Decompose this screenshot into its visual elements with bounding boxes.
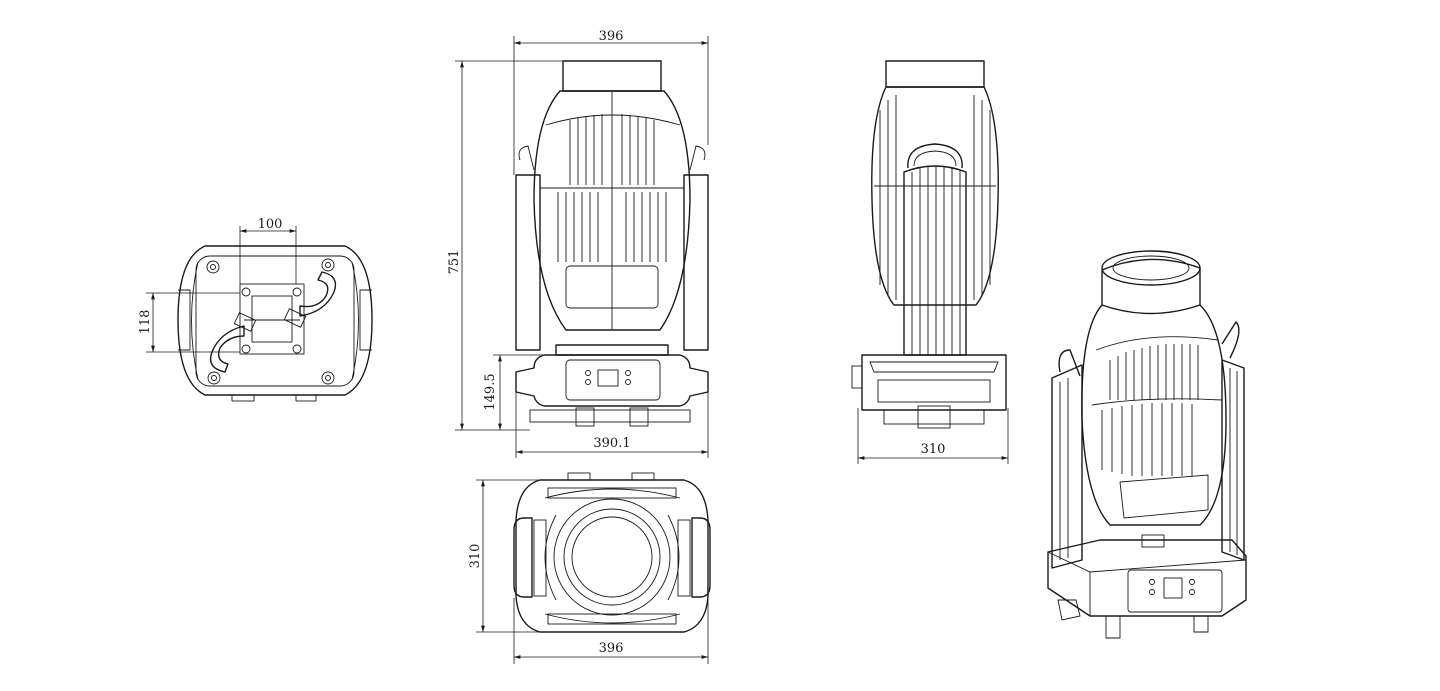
dim-label-bottom-height: 118 — [138, 310, 153, 335]
dim-label-top-depth: 310 — [468, 544, 483, 569]
dim-top-width: 396 — [513, 598, 709, 664]
dim-base-height: 149.5 — [483, 354, 544, 430]
dim-side-width: 310 — [857, 408, 1009, 464]
dim-front-height: 751 — [447, 60, 563, 431]
dim-label-front-height: 751 — [447, 250, 462, 275]
side-view — [851, 60, 1007, 429]
dim-bottom-width: 100 — [239, 217, 297, 284]
dim-front-width-top: 396 — [513, 29, 709, 175]
dim-label-side-width: 310 — [921, 442, 946, 457]
dim-label-bottom-width: 100 — [258, 217, 283, 232]
dim-label-base-width: 390.1 — [593, 436, 630, 451]
top-view — [513, 472, 711, 633]
dim-label-base-height: 149.5 — [483, 373, 498, 410]
dim-top-depth: 310 — [468, 479, 540, 633]
dim-label-front-width-top: 396 — [599, 29, 624, 44]
front-view — [515, 60, 709, 427]
dim-base-width: 390.1 — [515, 392, 709, 458]
dim-bottom-height: 118 — [138, 292, 240, 353]
isometric-view — [1047, 250, 1247, 639]
dim-label-top-width: 396 — [599, 641, 624, 656]
bottom-view — [177, 245, 373, 402]
